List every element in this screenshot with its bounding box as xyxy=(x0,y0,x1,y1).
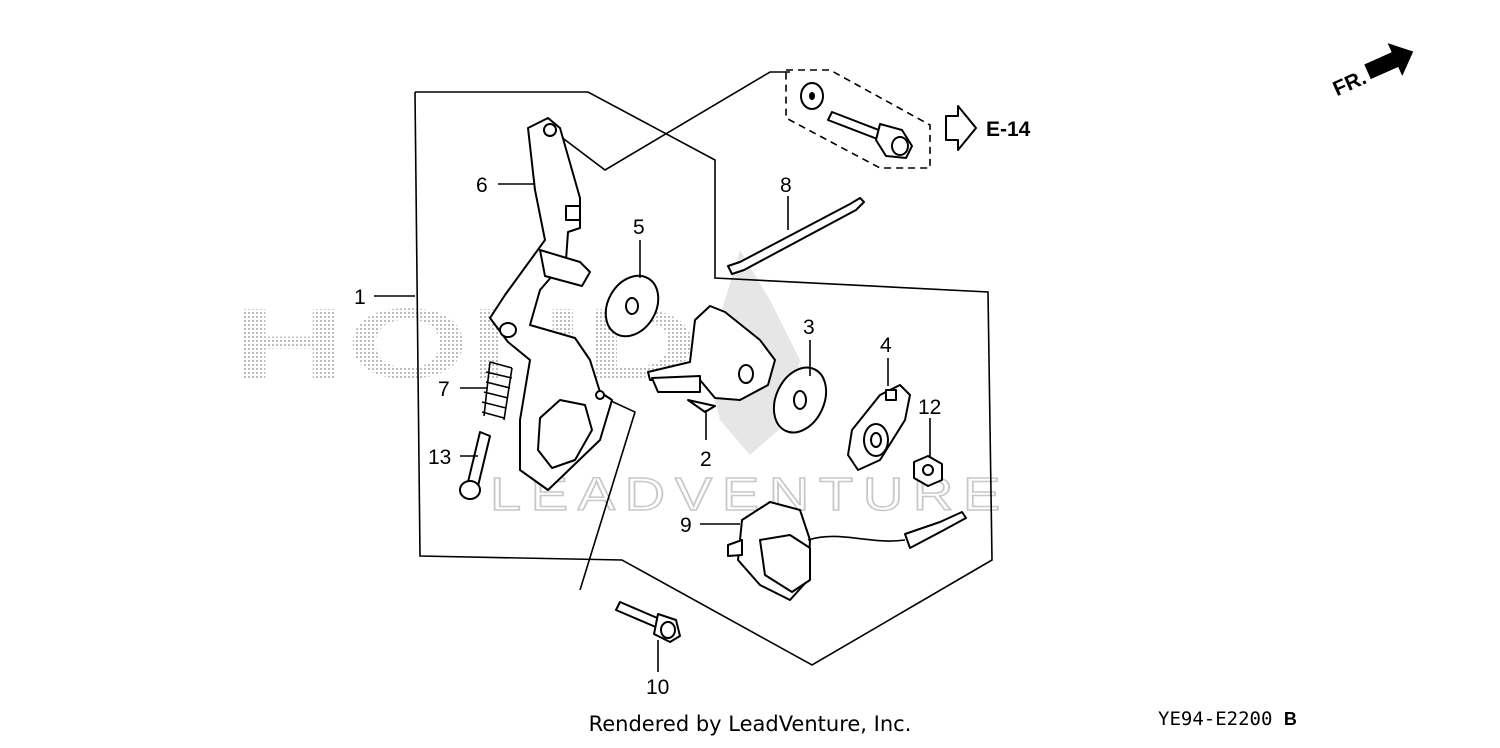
part-9-choke-knob xyxy=(727,501,967,601)
callout-2: 2 xyxy=(700,448,712,471)
part-12-nut xyxy=(913,455,943,487)
diagram-code-suffix: B xyxy=(1283,709,1297,729)
part-4-cam-plate xyxy=(847,384,911,471)
part-10-bolt xyxy=(615,601,681,643)
front-direction-indicator: FR. xyxy=(1330,43,1414,101)
callout-8: 8 xyxy=(780,174,792,197)
reference-arrow-icon xyxy=(945,105,977,151)
orientation-label: FR. xyxy=(1330,66,1370,101)
bolt-group-outline xyxy=(551,71,790,171)
part-13-screw xyxy=(459,431,491,500)
part-8-rod xyxy=(727,197,865,275)
inset-bolt xyxy=(827,111,913,159)
part-2-lever xyxy=(647,305,776,413)
diagram-code-text: YE94-E2200 xyxy=(1158,708,1273,730)
leader-lines xyxy=(374,183,931,672)
callout-9: 9 xyxy=(680,514,692,537)
callout-13: 13 xyxy=(428,446,451,469)
diagram-code: YE94-E2200 B xyxy=(1158,708,1297,730)
rendered-by-credit: Rendered by LeadVenture, Inc. xyxy=(588,712,912,736)
callout-5: 5 xyxy=(633,216,645,239)
part-3-washer xyxy=(772,366,828,434)
callout-6: 6 xyxy=(476,174,488,197)
part-6-bracket xyxy=(489,117,613,491)
callout-1: 1 xyxy=(354,286,366,309)
callout-4: 4 xyxy=(880,334,892,357)
assembly-outline xyxy=(414,91,993,666)
callout-7: 7 xyxy=(438,378,450,401)
callout-12: 12 xyxy=(918,396,941,419)
inset-washer xyxy=(800,82,824,110)
callout-10: 10 xyxy=(646,676,669,699)
part-5-washer xyxy=(604,274,660,338)
front-arrow-icon xyxy=(1364,43,1414,80)
part-7-spring xyxy=(481,361,513,421)
callout-3: 3 xyxy=(803,316,815,339)
callouts: 1 6 7 13 5 8 3 4 12 2 9 10 xyxy=(354,174,941,699)
reference-label: E-14 xyxy=(986,118,1031,141)
